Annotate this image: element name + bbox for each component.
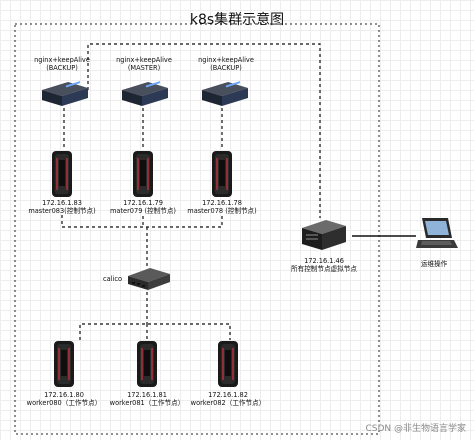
lb-node-3-server-icon xyxy=(202,81,248,106)
vip-host-desc: 所有控制节点虚拟节点 xyxy=(291,265,357,273)
worker-080-label: 172.16.1.80 worker080（工作节点） xyxy=(22,391,106,407)
master-083-name: master083(控制节点) xyxy=(28,207,96,215)
master-078-name: master078 (控制节点) xyxy=(187,207,257,215)
worker-082-server-icon xyxy=(218,341,238,387)
master-083-ip: 172.16.1.83 xyxy=(42,199,82,207)
vip-host-label: 172.16.1.46 所有控制节点虚拟节点 xyxy=(282,257,366,273)
worker-082-ip: 172.16.1.82 xyxy=(208,391,248,399)
master-078-ip: 172.16.1.78 xyxy=(202,199,242,207)
worker-081-ip: 172.16.1.81 xyxy=(127,391,167,399)
master-078-server-icon xyxy=(212,151,232,197)
master-078-label: 172.16.1.78 master078 (控制节点) xyxy=(182,199,262,215)
worker-081-name: worker081（工作节点） xyxy=(109,399,185,407)
master-083-server-icon xyxy=(52,151,72,197)
link-master-bus xyxy=(61,215,223,228)
worker-082-label: 172.16.1.82 worker082（工作节点） xyxy=(186,391,270,407)
worker-080-server-icon xyxy=(54,341,74,387)
worker-081-server-icon xyxy=(137,341,157,387)
ops-laptop-icon xyxy=(416,218,458,248)
master-079-label: 172.16.1.79 mater079 (控制节点) xyxy=(103,199,183,215)
worker-080-name: worker080（工作节点） xyxy=(26,399,102,407)
lb-node-2-label: nginx+keepAlive (MASTER) xyxy=(104,56,184,72)
lb-node-1-server-icon xyxy=(42,81,88,106)
vip-host-server-icon xyxy=(302,220,346,250)
lb-node-3-role: (BACKUP) xyxy=(210,64,242,72)
worker-082-name: worker082（工作节点） xyxy=(190,399,266,407)
master-079-ip: 172.16.1.79 xyxy=(123,199,163,207)
cluster-boundary xyxy=(14,23,380,435)
diagram-title: k8s集群示意图 xyxy=(189,12,285,28)
link-worker-bus xyxy=(79,323,231,340)
link-lb-to-host xyxy=(87,43,321,218)
lb-node-1-label: nginx+keepAlive (BACKUP) xyxy=(26,56,98,72)
lb-node-1-role: (BACKUP) xyxy=(46,64,78,72)
switch-label: calico xyxy=(103,275,122,283)
lb-node-2-role: (MASTER) xyxy=(127,64,161,72)
watermark: CSDN @非生物语言学家 xyxy=(365,424,466,434)
lb-node-1-name: nginx+keepAlive xyxy=(34,56,90,64)
worker-081-label: 172.16.1.81 worker081（工作节点） xyxy=(105,391,189,407)
vip-host-ip: 172.16.1.46 xyxy=(304,257,344,265)
master-079-name: mater079 (控制节点) xyxy=(109,207,177,215)
master-079-server-icon xyxy=(133,151,153,197)
lb-node-2-server-icon xyxy=(122,81,168,106)
calico-switch-icon xyxy=(128,268,170,290)
worker-080-ip: 172.16.1.80 xyxy=(44,391,84,399)
lb-node-2-name: nginx+keepAlive xyxy=(116,56,172,64)
ops-laptop-label: 运维操作 xyxy=(420,260,448,268)
master-083-label: 172.16.1.83 master083(控制节点) xyxy=(22,199,102,215)
lb-node-3-name: nginx+keepAlive xyxy=(198,56,254,64)
lb-node-3-label: nginx+keepAlive (BACKUP) xyxy=(190,56,262,72)
